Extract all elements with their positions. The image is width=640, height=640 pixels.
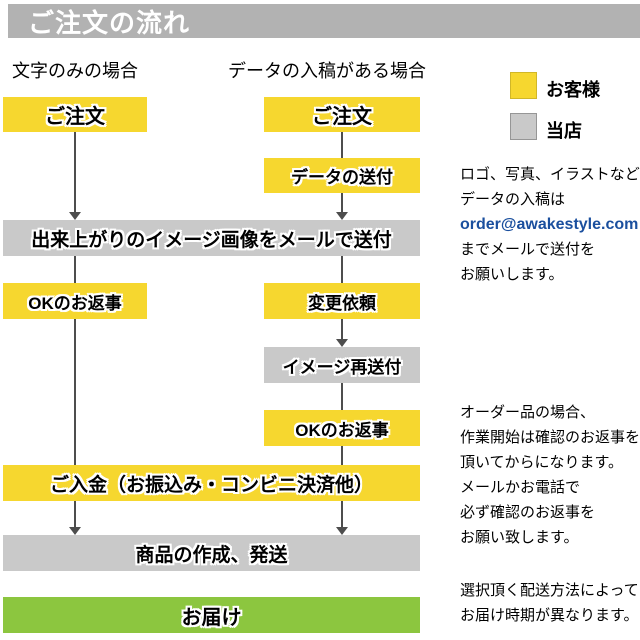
note-line: お願い致します。: [460, 529, 579, 546]
note-line: オーダー品の場合、: [460, 404, 596, 421]
flow-box-order-right: ご注文: [264, 97, 420, 132]
flow-line: [341, 383, 343, 410]
column-header-text-only: 文字のみの場合: [12, 61, 138, 81]
flow-box-order-left: ご注文: [3, 97, 147, 132]
flow-line: [341, 319, 343, 339]
flow-box-data-send: データの送付: [264, 158, 420, 193]
note-line: お届け時期が異なります。: [460, 607, 639, 624]
arrow-down-icon: [69, 527, 81, 535]
legend-customer-label: お客様: [546, 80, 600, 100]
note-line: お願いします。: [460, 266, 564, 283]
legend-customer-swatch: [510, 72, 537, 99]
flow-box-ok-reply-right: OKのお返事: [264, 410, 420, 446]
flow-line: [341, 256, 343, 283]
column-header-with-data: データの入稿がある場合: [228, 61, 426, 81]
note-line: ロゴ、写真、イラストなど: [460, 166, 640, 183]
note-line: 必ず確認のお返事を: [460, 504, 596, 521]
flow-box-image-resend: イメージ再送付: [264, 347, 420, 383]
arrow-down-icon: [336, 527, 348, 535]
flow-box-image-mail: 出来上がりのイメージ画像をメールで送付: [3, 220, 420, 256]
arrow-down-icon: [69, 212, 81, 220]
note-line: 選択頂く配送方法によって: [460, 582, 639, 599]
flow-box-payment: ご入金（お振込み・コンビニ決済他）: [3, 465, 420, 501]
arrow-down-icon: [336, 212, 348, 220]
note-data-submission: ロゴ、写真、イラストなど データの入稿は order@awakestyle.co…: [460, 162, 640, 287]
flow-box-delivery: お届け: [3, 597, 420, 633]
note-confirmation: オーダー品の場合、 作業開始は確認のお返事を 頂いてからになります。 メールかお…: [460, 400, 640, 550]
flow-line: [74, 132, 76, 212]
arrow-down-icon: [336, 339, 348, 347]
flow-line: [341, 501, 343, 527]
flow-line: [74, 501, 76, 527]
note-line: メールかお電話で: [460, 479, 581, 496]
legend-shop-swatch: [510, 113, 537, 140]
note-line: までメールで送付を: [460, 241, 596, 258]
flow-line: [341, 132, 343, 158]
note-line: データの入稿は: [460, 191, 566, 208]
flow-line: [341, 193, 343, 212]
flow-box-production-ship: 商品の作成、発送: [3, 535, 420, 571]
flow-line: [341, 446, 343, 465]
note-delivery-timing: 選択頂く配送方法によって お届け時期が異なります。: [460, 578, 640, 628]
note-line: 作業開始は確認のお返事を: [460, 429, 640, 446]
legend-shop-label: 当店: [546, 121, 582, 141]
page-header-bar: ご注文の流れ: [8, 4, 640, 38]
flow-box-change-request: 変更依頼: [264, 283, 420, 319]
flow-box-ok-reply-left: OKのお返事: [3, 283, 147, 319]
flow-line: [74, 256, 76, 465]
page-title: ご注文の流れ: [28, 7, 191, 38]
email-link[interactable]: order@awakestyle.com: [460, 216, 639, 233]
note-line: 頂いてからになります。: [460, 454, 624, 471]
